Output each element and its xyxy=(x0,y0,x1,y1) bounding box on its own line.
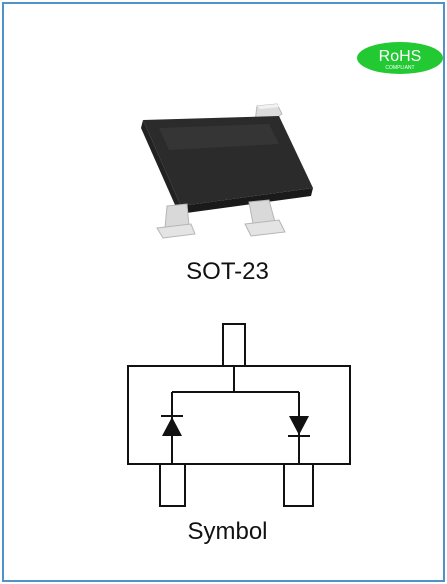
package-outline xyxy=(127,365,351,465)
package-lead-bottom-left xyxy=(156,203,196,239)
rohs-badge-shape xyxy=(357,42,443,74)
sot23-package-illustration xyxy=(141,103,313,239)
left-diode-icon xyxy=(161,415,183,436)
pin-top xyxy=(222,323,246,367)
diode-symbol-schematic xyxy=(127,323,351,507)
package-caption: SOT-23 xyxy=(186,258,269,285)
right-diode-icon xyxy=(288,416,310,437)
rohs-badge-subtext: COMPLIANT xyxy=(385,65,414,71)
package-body xyxy=(141,116,313,214)
pin-bottom-left xyxy=(159,463,186,507)
package-lead-bottom-right xyxy=(244,199,286,237)
pin-bottom-right xyxy=(283,463,314,507)
rohs-badge: RoHS COMPLIANT xyxy=(357,42,443,74)
rohs-badge-text: RoHS xyxy=(379,48,422,65)
symbol-caption: Symbol xyxy=(187,518,268,545)
